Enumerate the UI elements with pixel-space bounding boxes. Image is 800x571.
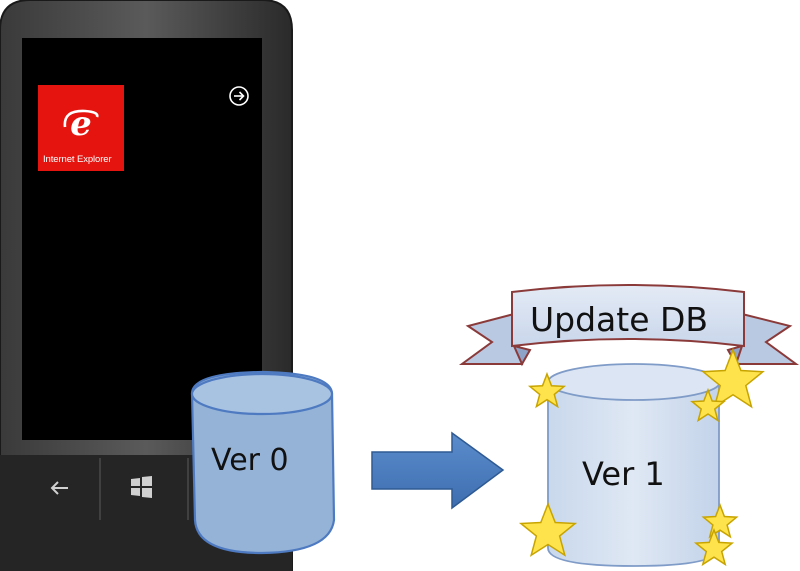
star-decorations: [518, 347, 765, 567]
banner-ribbon: [458, 284, 800, 367]
star-icon: [693, 527, 735, 567]
db-cylinder-ver1: [547, 363, 721, 567]
db-cylinder-ver0: [190, 370, 336, 555]
windows-icon[interactable]: [131, 476, 152, 498]
arrow-right-circle-icon[interactable]: [229, 86, 249, 106]
source-db-label: Ver 0: [211, 443, 289, 478]
internet-explorer-tile[interactable]: e Internet Explorer: [38, 85, 124, 171]
star-icon: [701, 502, 739, 539]
arrow-shape: [371, 431, 505, 510]
star-icon: [701, 347, 765, 409]
target-db-label: Ver 1: [582, 455, 665, 493]
star-icon: [690, 387, 726, 423]
svg-text:e: e: [70, 105, 92, 141]
tile-label: Internet Explorer: [43, 154, 112, 165]
internet-explorer-icon: e: [63, 105, 99, 141]
back-icon[interactable]: [50, 481, 68, 495]
star-icon: [518, 501, 578, 557]
star-icon: [527, 371, 567, 409]
banner-label: Update DB: [530, 300, 709, 339]
